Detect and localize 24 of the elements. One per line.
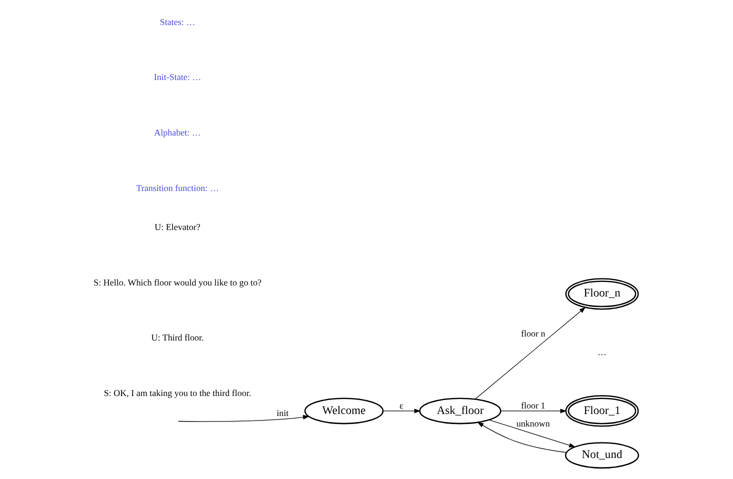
label: …: [598, 346, 607, 357]
node-ellipse: Floor_n: [565, 278, 639, 310]
arrow: [178, 414, 310, 422]
node-ellipse: Floor_1: [565, 395, 639, 427]
label: S: Hello. Which floor would you like to go to?: [94, 277, 262, 288]
label: U: Third floor.: [151, 332, 204, 343]
edge-label: ε: [400, 400, 404, 411]
arrow: [488, 420, 576, 448]
label: U: Elevator?: [154, 222, 200, 232]
node-ellipse: Welcome: [304, 398, 384, 424]
label: Init-State: …: [154, 72, 202, 82]
label: Alphabet: …: [154, 128, 201, 138]
arrow: [477, 422, 567, 453]
label: States: …: [160, 16, 196, 27]
arrow: [500, 408, 567, 414]
edge-label: unknown: [516, 418, 550, 429]
edge-label: floor n: [521, 328, 546, 338]
label: S: OK, I am taking you to the third floor.: [104, 388, 252, 398]
edge-label: init: [276, 408, 289, 418]
arrow: [474, 306, 586, 400]
arrow: [382, 408, 421, 414]
edge-label: floor 1: [521, 400, 546, 411]
label: Transition function: …: [136, 182, 219, 193]
node-ellipse: Ask_floor: [419, 398, 502, 424]
